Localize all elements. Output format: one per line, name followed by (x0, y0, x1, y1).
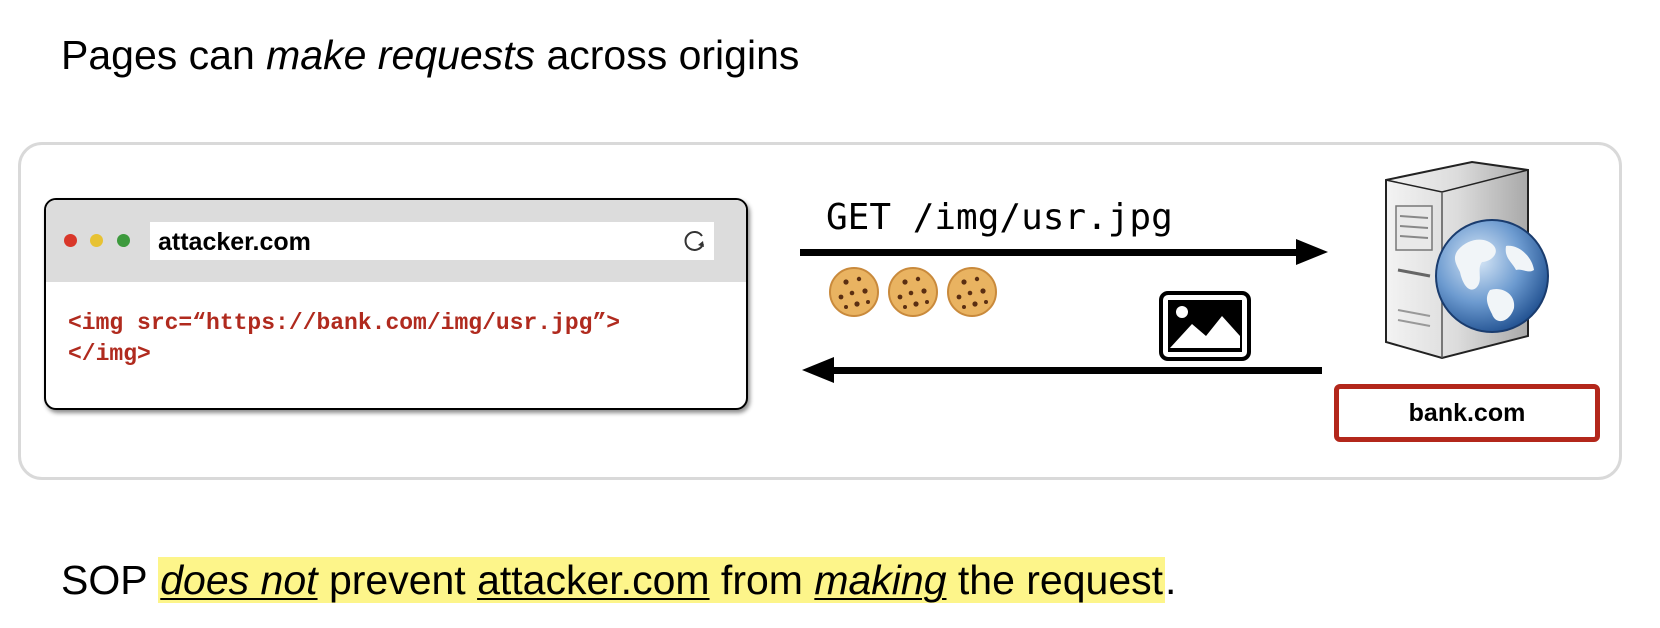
code-line-1: <img src=“https://bank.com/img/usr.jpg”> (68, 310, 621, 336)
reload-icon (684, 231, 704, 251)
statement-making: making (814, 557, 947, 603)
cookie-icon (829, 267, 879, 317)
maximize-dot-icon (117, 234, 130, 247)
statement-prevent: prevent (317, 557, 478, 603)
title-suffix: across origins (535, 32, 800, 78)
slide-title: Pages can make requests across origins (61, 30, 799, 80)
title-emphasis: make requests (266, 32, 536, 78)
image-icon (1159, 291, 1251, 361)
page-source-code: <img src=“https://bank.com/img/usr.jpg”>… (68, 308, 620, 370)
address-bar: attacker.com (150, 222, 714, 260)
sop-statement: SOP does not prevent attacker.com from m… (61, 555, 1176, 605)
statement-the-request: the request (946, 557, 1164, 603)
statement-does-not: does not (160, 557, 318, 603)
request-label: GET /img/usr.jpg (826, 197, 1173, 238)
address-bar-url: attacker.com (158, 228, 311, 256)
statement-attacker: attacker.com (477, 557, 710, 603)
browser-window: attacker.com <img src=“https://bank.com/… (44, 198, 748, 410)
browser-toolbar: attacker.com (46, 200, 746, 282)
highlighted-statement: does not prevent attacker.com from makin… (158, 557, 1166, 603)
statement-prefix: SOP (61, 557, 159, 603)
minimize-dot-icon (90, 234, 103, 247)
cookie-icon (888, 267, 938, 317)
response-arrow (802, 357, 1322, 383)
title-prefix: Pages can (61, 32, 267, 78)
statement-from: from (709, 557, 815, 603)
server-label: bank.com (1408, 399, 1526, 427)
server-label-box: bank.com (1334, 384, 1600, 442)
close-dot-icon (64, 234, 77, 247)
statement-period: . (1165, 557, 1177, 603)
web-server-icon (1385, 160, 1549, 360)
code-line-2: </img> (68, 341, 151, 367)
request-arrow (800, 239, 1328, 265)
cookie-icon (947, 267, 997, 317)
